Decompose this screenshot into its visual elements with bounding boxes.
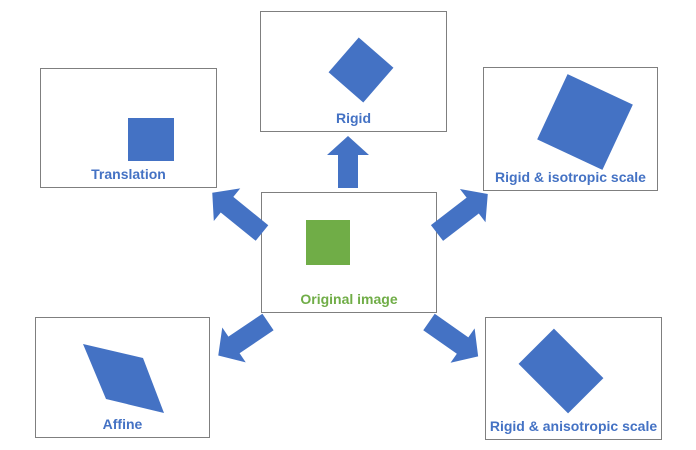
isotropic-shape-area: [537, 74, 633, 170]
node-rigid-isotropic-scale: Rigid & isotropic scale: [483, 67, 658, 191]
affine-shape-area: [83, 344, 164, 413]
node-original-image: Original image: [261, 192, 437, 313]
arrow-lower-right-icon: [423, 313, 479, 363]
rotated-square-shape: [328, 37, 394, 103]
node-affine-label: Affine: [102, 416, 143, 432]
green-square-shape: [306, 220, 350, 265]
node-rigid-isotropic-scale-label: Rigid & isotropic scale: [495, 169, 646, 185]
node-rigid: Rigid: [260, 11, 447, 132]
rotated-rectangle-shape: [518, 328, 604, 414]
square-shape: [128, 118, 174, 161]
node-original-image-label: Original image: [300, 291, 398, 307]
translation-shape-area: [128, 118, 174, 161]
arrow-lower-left-icon: [218, 313, 274, 363]
rigid-shape-area: [328, 37, 394, 103]
anisotropic-shape-area: [518, 328, 604, 414]
node-rigid-anisotropic-scale: Rigid & anisotropic scale: [485, 317, 662, 440]
node-affine: Affine: [35, 317, 210, 438]
original-image-shape-area: [306, 220, 350, 265]
arrow-up-icon: [327, 136, 369, 188]
parallelogram-shape: [83, 344, 164, 413]
large-rotated-square-shape: [537, 74, 633, 170]
node-rigid-anisotropic-scale-label: Rigid & anisotropic scale: [489, 418, 658, 434]
node-translation-label: Translation: [91, 166, 166, 182]
node-translation: Translation: [40, 68, 217, 188]
node-rigid-label: Rigid: [336, 110, 371, 126]
